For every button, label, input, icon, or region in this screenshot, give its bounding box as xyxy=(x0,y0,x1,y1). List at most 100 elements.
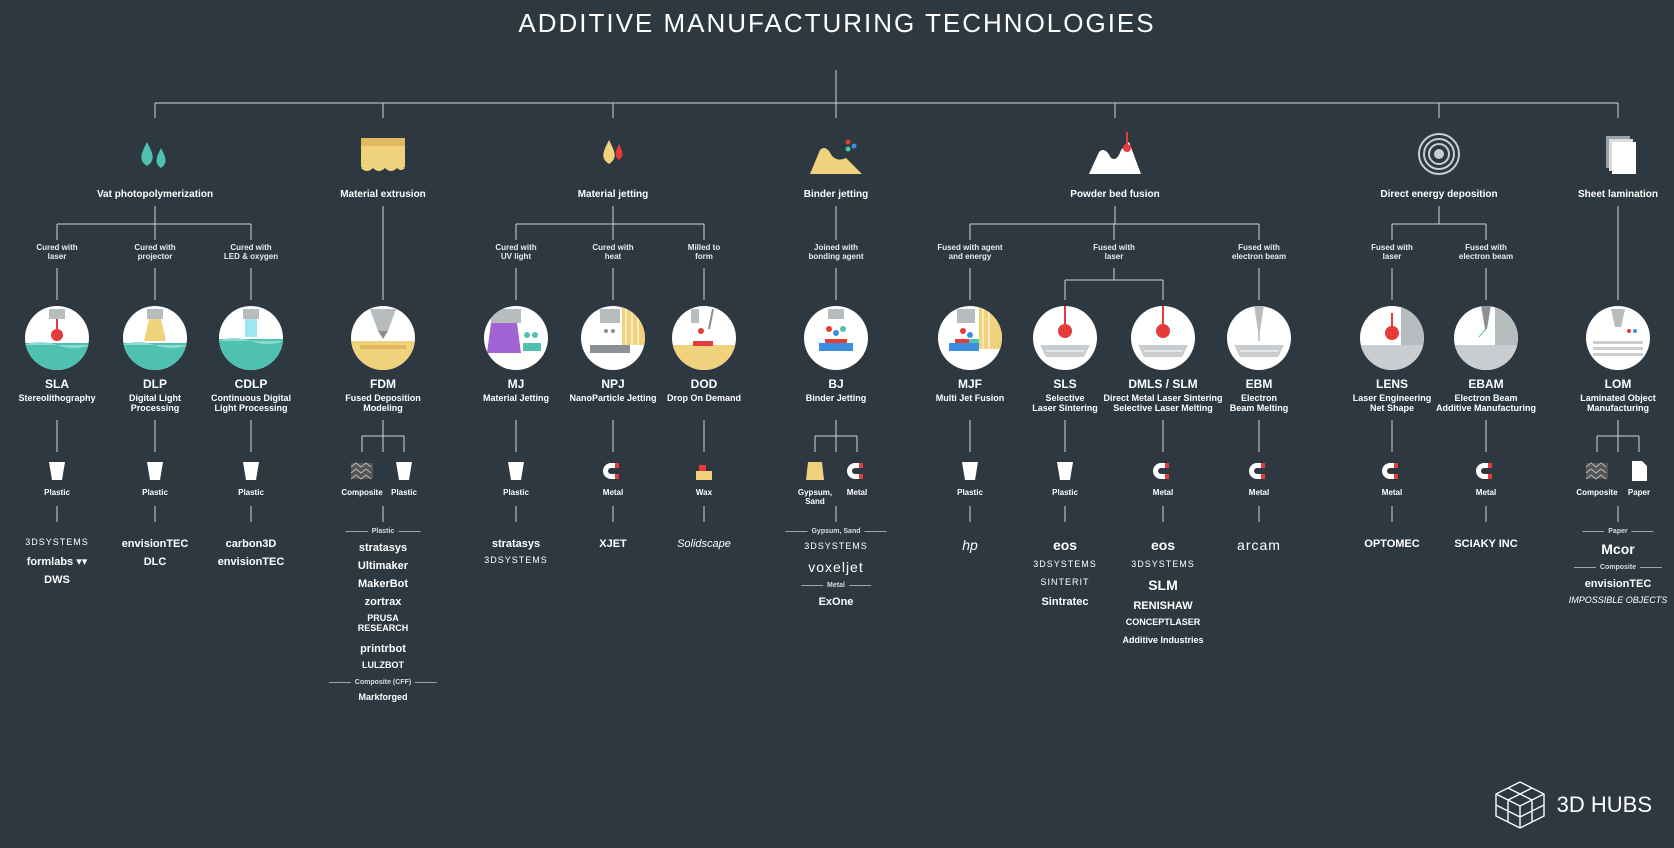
category-name: Powder bed fusion xyxy=(1070,189,1160,200)
manufacturer-logo: envisionTEC xyxy=(1584,578,1652,590)
tech-full-name: Laminated Object Manufacturing xyxy=(1580,393,1656,414)
extruded-block-icon xyxy=(361,138,405,171)
ebm-process-icon xyxy=(1227,306,1291,370)
edge-label: Cured with projector xyxy=(134,243,176,262)
manufacturer-logo: LULZBOT xyxy=(362,660,404,670)
manufacturer-logo: PRUSA RESEARCH xyxy=(357,613,409,633)
edge-label: Cured with UV light xyxy=(495,243,537,262)
manufacturer-logo: envisionTEC xyxy=(121,538,189,550)
magnet-icon xyxy=(1249,463,1265,479)
magnet-icon xyxy=(1476,463,1492,479)
tech-full-name: Direct Metal Laser Sintering Selective L… xyxy=(1103,393,1223,414)
page-title: ADDITIVE MANUFACTURING TECHNOLOGIES xyxy=(518,8,1156,38)
npj-process-icon xyxy=(581,306,645,370)
sla-process-icon xyxy=(25,306,89,370)
material-label: Metal xyxy=(602,488,624,497)
manufacturer-logo: arcam xyxy=(1237,537,1281,553)
material-label: Composite xyxy=(1576,488,1618,497)
edge-label: Milled to form xyxy=(687,243,721,262)
tech-abbr: DLP xyxy=(143,377,167,391)
tech-full-name: Stereolithography xyxy=(18,393,96,403)
material-label: Wax xyxy=(695,488,713,497)
lom-process-icon xyxy=(1586,306,1650,370)
manufacturer-logo: eos xyxy=(1052,537,1078,553)
manufacturer-logo: SINTERIT xyxy=(1040,577,1090,587)
material-label: Composite xyxy=(341,488,383,497)
manufacturer-logo: MakerBot xyxy=(357,578,409,590)
sls-process-icon xyxy=(1033,306,1097,370)
mj-process-icon xyxy=(484,306,548,370)
tech-abbr: CDLP xyxy=(234,377,268,391)
tech-abbr: MJF xyxy=(958,377,982,391)
manufacturer-subheading: Gypsum, Sand xyxy=(781,528,890,535)
material-label: Plastic xyxy=(1052,488,1078,497)
material-label: Metal xyxy=(1152,488,1174,497)
tech-full-name: Fused Deposition Modeling xyxy=(345,393,421,414)
manufacturer-subheading: Composite (CFF) xyxy=(325,679,441,686)
manufacturer-logo: hp xyxy=(962,537,978,553)
jetting-drops-icon xyxy=(603,140,623,164)
manufacturer-logo: Solidscape xyxy=(677,538,731,550)
edge-label: Cured with LED & oxygen xyxy=(223,243,279,262)
manufacturer-subheading: Paper xyxy=(1578,528,1657,535)
manufacturer-logo: OPTOMEC xyxy=(1364,538,1420,550)
manufacturer-logo: 3DSYSTEMS xyxy=(1131,559,1195,569)
tech-abbr: DMLS / SLM xyxy=(1128,377,1198,391)
manufacturer-logo: Sintratec xyxy=(1041,596,1089,608)
tech-full-name: Electron Beam Melting xyxy=(1229,393,1289,414)
tech-full-name: Drop On Demand xyxy=(666,393,742,403)
dod-process-icon xyxy=(672,306,736,370)
category-name: Vat photopolymerization xyxy=(96,189,214,200)
material-label: Paper xyxy=(1627,488,1651,497)
material-label: Plastic xyxy=(44,488,70,497)
magnet-icon xyxy=(1153,463,1169,479)
manufacturer-logo: DLC xyxy=(143,556,167,568)
tech-abbr: EBAM xyxy=(1468,377,1504,391)
dmls-process-icon xyxy=(1131,306,1195,370)
manufacturer-logo: envisionTEC xyxy=(217,556,285,568)
manufacturer-logo: SLM xyxy=(1148,577,1178,593)
manufacturer-logo: ExOne xyxy=(818,596,854,608)
cup-icon xyxy=(962,462,978,480)
material-label: Plastic xyxy=(957,488,983,497)
tech-full-name: Selective Laser Sintering xyxy=(1032,393,1098,414)
manufacturer-logo: RENISHAW xyxy=(1133,600,1193,612)
cup-icon xyxy=(243,462,259,480)
tech-full-name: Laser Engineering Net Shape xyxy=(1352,393,1432,414)
category-name: Material jetting xyxy=(577,189,649,200)
manufacturer-logo: stratasys xyxy=(358,542,408,554)
cup-icon xyxy=(1057,462,1073,480)
tech-abbr: FDM xyxy=(370,377,396,391)
material-label: Metal xyxy=(1248,488,1270,497)
manufacturer-logo: XJET xyxy=(599,538,627,550)
brand-name: 3D HUBS xyxy=(1556,792,1652,817)
magnet-icon xyxy=(1382,463,1398,479)
paper-sheets-icon xyxy=(1606,136,1636,174)
manufacturer-logo: Ultimaker xyxy=(357,560,409,572)
tech-full-name: NanoParticle Jetting xyxy=(569,393,657,403)
tech-full-name: Digital Light Processing xyxy=(129,393,181,414)
edge-label: Fused with electron beam xyxy=(1458,243,1514,262)
paper-icon xyxy=(1632,461,1647,481)
edge-label: Joined with bonding agent xyxy=(808,243,864,262)
manufacturer-subheading: Metal xyxy=(797,582,875,589)
manufacturer-logo: IMPOSSIBLE OBJECTS xyxy=(1568,595,1668,605)
edge-label: Fused with electron beam xyxy=(1231,243,1287,262)
manufacturer-logo: printrbot xyxy=(360,643,406,655)
manufacturer-logo: voxeljet xyxy=(808,559,864,575)
manufacturer-logo: DWS xyxy=(44,574,70,586)
edge-label: Fused with agent and energy xyxy=(937,243,1003,262)
manufacturer-subheading: Composite xyxy=(1570,564,1666,571)
tech-abbr: SLS xyxy=(1053,377,1077,391)
tech-abbr: BJ xyxy=(828,377,844,391)
manufacturer-logo: CONCEPTLASER xyxy=(1125,617,1201,627)
material-label: Metal xyxy=(1381,488,1403,497)
category-name: Sheet lamination xyxy=(1577,189,1659,200)
tech-abbr: MJ xyxy=(507,377,525,391)
wire-coil-icon xyxy=(1418,133,1460,175)
magnet-icon xyxy=(847,463,863,479)
tech-abbr: DOD xyxy=(690,377,718,391)
cup-icon xyxy=(396,462,412,480)
